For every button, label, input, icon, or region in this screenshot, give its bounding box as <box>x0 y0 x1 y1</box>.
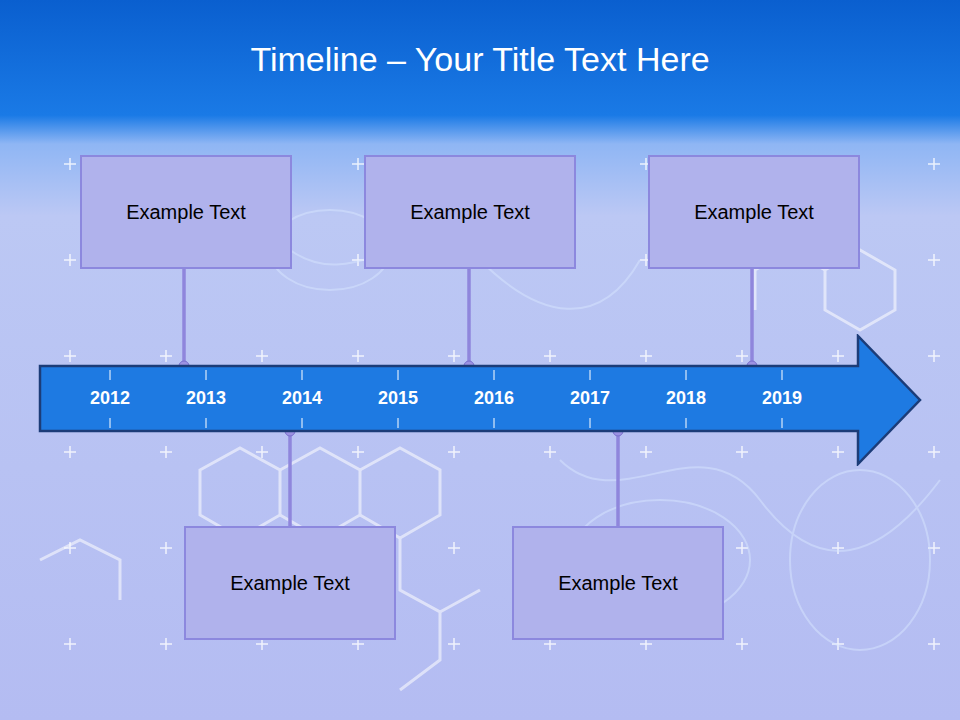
year-label: 2014 <box>282 388 322 409</box>
year-label: 2018 <box>666 388 706 409</box>
leader-connector <box>613 426 623 526</box>
event-box: Example Text <box>184 526 396 640</box>
arrow-shaft <box>40 366 858 431</box>
event-text: Example Text <box>230 572 350 595</box>
leader-connector <box>285 426 295 526</box>
event-box: Example Text <box>364 155 576 269</box>
year-label: 2015 <box>378 388 418 409</box>
slide-title: Timeline – Your Title Text Here <box>0 40 960 79</box>
event-text: Example Text <box>410 201 530 224</box>
leader-connector <box>464 269 474 371</box>
event-box: Example Text <box>80 155 292 269</box>
year-label: 2013 <box>186 388 226 409</box>
plus-texture <box>0 140 960 720</box>
leader-connector <box>179 269 189 371</box>
event-box: Example Text <box>512 526 724 640</box>
year-label: 2012 <box>90 388 130 409</box>
event-text: Example Text <box>558 572 678 595</box>
year-ticks <box>110 370 782 428</box>
event-box: Example Text <box>648 155 860 269</box>
arrow-body <box>40 336 920 464</box>
year-label: 2017 <box>570 388 610 409</box>
year-label: 2019 <box>762 388 802 409</box>
leader-connector <box>747 269 757 371</box>
event-text: Example Text <box>126 201 246 224</box>
event-text: Example Text <box>694 201 814 224</box>
year-label: 2016 <box>474 388 514 409</box>
timeline-arrow: 2012 2013 2014 2015 2016 2017 2018 2019 <box>38 334 922 466</box>
